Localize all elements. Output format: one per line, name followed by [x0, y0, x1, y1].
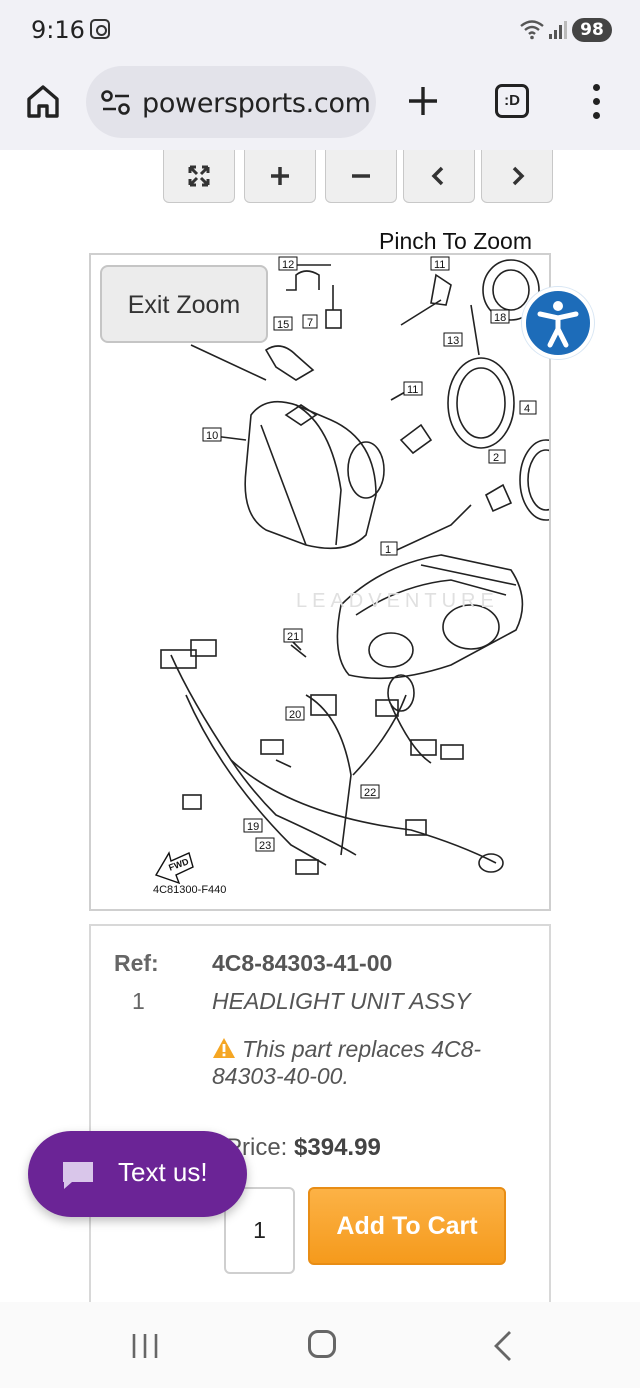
chevron-left-icon [431, 166, 444, 186]
zoom-toolbar [163, 150, 553, 204]
add-to-cart-button[interactable]: Add To Cart [308, 1187, 506, 1265]
plus-icon [271, 167, 289, 185]
ref-number: 1 [132, 988, 145, 1014]
diagram-callout: 2 [493, 452, 499, 464]
diagram-callout: 7 [307, 317, 313, 329]
exit-zoom-button[interactable]: Exit Zoom [100, 265, 268, 343]
plus-icon[interactable] [404, 82, 442, 120]
home-nav-icon[interactable] [308, 1330, 336, 1358]
part-number: 4C8-84303-41-00 [212, 950, 393, 976]
screen-record-icon [90, 19, 110, 39]
address-bar[interactable]: powersports.com [86, 66, 376, 138]
diagram-code: 4C81300-F440 [153, 884, 226, 896]
text-us-button[interactable]: Text us! [28, 1131, 247, 1217]
chat-bubble-icon [63, 1162, 93, 1189]
zoom-out-button[interactable] [325, 150, 397, 203]
replacement-note-text: This part replaces 4C8-84303-40-00. [212, 1036, 482, 1089]
diagram-callout: 10 [206, 430, 218, 442]
minus-icon [352, 174, 370, 178]
diagram-callout: 19 [247, 821, 259, 833]
pan-right-button[interactable] [481, 150, 553, 203]
accessibility-icon [537, 301, 579, 348]
diagram-callout: 20 [289, 709, 301, 721]
price-value: $394.99 [294, 1134, 381, 1161]
accessibility-button[interactable] [522, 287, 594, 359]
back-icon[interactable] [492, 1330, 514, 1362]
warning-icon [213, 1038, 235, 1058]
parts-diagram[interactable]: LEADVENTURE 12 11 15 7 18 13 11 4 10 2 1… [89, 253, 551, 911]
home-icon[interactable] [24, 82, 62, 120]
diagram-callout: 15 [277, 319, 289, 331]
part-description: HEADLIGHT UNIT ASSY [212, 988, 471, 1014]
price-row: Price: $394.99 [226, 1134, 381, 1162]
wifi-icon [520, 20, 544, 40]
svg-text:LEADVENTURE: LEADVENTURE [296, 590, 499, 612]
quantity-input[interactable]: 1 [224, 1187, 295, 1274]
chevron-right-icon [512, 166, 525, 186]
url-text[interactable]: powersports.com [142, 88, 371, 119]
status-time: 9:16 [31, 16, 85, 44]
site-settings-icon[interactable] [100, 88, 132, 118]
pinch-to-zoom-label: Pinch To Zoom [379, 228, 532, 254]
diagram-callout: 21 [287, 631, 299, 643]
fullscreen-button[interactable] [163, 150, 235, 203]
text-us-label: Text us! [118, 1157, 208, 1187]
diagram-callout: 12 [282, 259, 294, 271]
diagram-callout: 4 [524, 403, 530, 415]
pan-left-button[interactable] [403, 150, 475, 203]
diagram-callout: 22 [364, 787, 376, 799]
diagram-callout: 11 [407, 384, 418, 396]
diagram-callout: 23 [259, 840, 271, 852]
expand-icon [188, 165, 210, 187]
diagram-callout: 13 [447, 335, 459, 347]
diagram-callout: 1 [385, 544, 391, 556]
ref-label: Ref: [114, 950, 159, 976]
tab-switcher-button[interactable]: :D [495, 84, 529, 118]
battery-indicator: 98 [572, 18, 612, 42]
fwd-arrow-icon: FWD [154, 851, 194, 885]
system-nav-bar [0, 1302, 640, 1388]
status-bar: 9:16 98 [0, 0, 640, 62]
browser-toolbar: powersports.com :D [0, 62, 640, 150]
zoom-in-button[interactable] [244, 150, 316, 203]
signal-icon [549, 21, 567, 39]
replacement-note: This part replaces 4C8-84303-40-00. [212, 1036, 532, 1090]
recents-icon[interactable] [130, 1332, 160, 1360]
diagram-callout: 11 [434, 259, 445, 271]
diagram-callout: 18 [494, 312, 506, 324]
more-menu-icon[interactable] [585, 82, 609, 122]
